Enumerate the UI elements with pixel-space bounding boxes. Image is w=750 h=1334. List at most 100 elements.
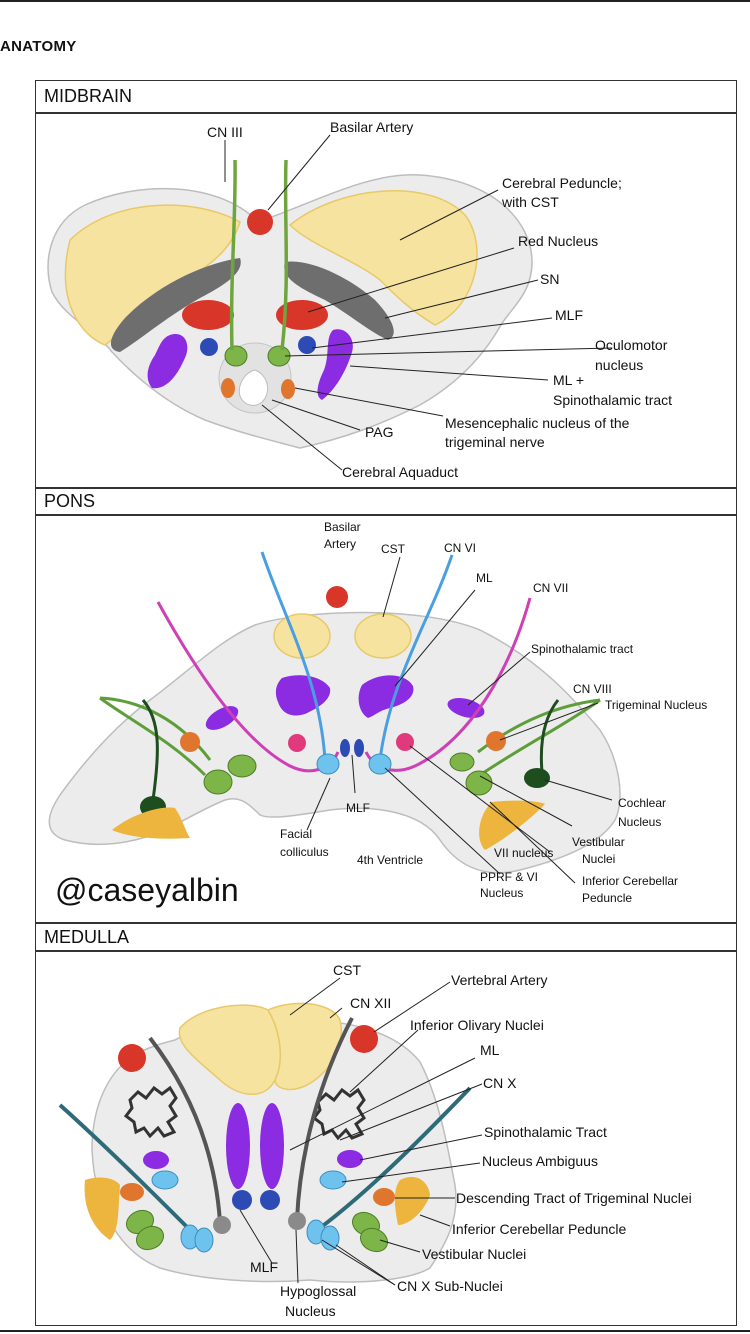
label-basilar-1: Basilar — [324, 520, 361, 534]
label-vii-nucleus: VII nucleus — [494, 846, 553, 860]
spinothalamic-medulla-right — [337, 1150, 363, 1168]
label-mesencephalic-2: trigeminal nerve — [445, 434, 545, 450]
cst-right — [354, 613, 412, 659]
pons-medulla-divider — [35, 922, 737, 924]
cn6-fiber-right — [378, 554, 454, 761]
red-nucleus-left — [182, 300, 234, 330]
midbrain-labels: CN III Basilar Artery Cerebral Peduncle;… — [207, 119, 672, 480]
substantia-nigra-left — [110, 258, 241, 352]
vestibular-medulla-right-2 — [359, 1227, 389, 1253]
pprf-vi-nucleus-left — [316, 753, 340, 775]
label-cn6: CN VI — [444, 541, 476, 555]
label-basilar-2: Artery — [324, 537, 356, 551]
label-descending-trigeminal: Descending Tract of Trigeminal Nuclei — [456, 1190, 692, 1206]
section-title-midbrain: MIDBRAIN — [44, 86, 133, 106]
cochlear-nerve-right — [539, 699, 560, 773]
mesencephalic-nucleus-left — [221, 378, 235, 398]
label-vestibular-2: Nuclei — [582, 852, 615, 866]
mlf-medulla-left — [232, 1190, 252, 1210]
label-inferior-olivary: Inferior Olivary Nuclei — [410, 1017, 544, 1033]
mlf-medulla-right — [260, 1190, 280, 1210]
pons-leader-lines — [306, 556, 613, 884]
label-cst-pons: CST — [381, 542, 406, 556]
vestibular-medulla-left-2 — [135, 1225, 165, 1251]
cn6-fiber-left — [260, 551, 327, 761]
label-icp-1: Inferior Cerebellar — [582, 874, 678, 888]
icp-medulla-right — [394, 1176, 430, 1225]
medulla-section: CST CN XII Vertebral Artery Inferior Oli… — [58, 962, 692, 1319]
page-header: ANATOMY — [0, 38, 77, 55]
label-facial-1: Facial — [280, 827, 312, 841]
cn10-subnucleus-left-2 — [194, 1227, 214, 1253]
bottom-rule — [0, 1330, 750, 1332]
mlf-pons-right — [354, 739, 364, 757]
label-cerebral-peduncle-1: Cerebral Peduncle; — [502, 175, 622, 191]
label-hypoglossal-2: Nucleus — [285, 1303, 336, 1319]
basilar-artery-pons — [326, 586, 348, 608]
vestibular-nucleus-pons-left-2 — [227, 754, 257, 778]
label-red-nucleus: Red Nucleus — [518, 233, 598, 249]
medial-lemniscus-left — [147, 334, 188, 389]
label-ml-medulla: ML — [480, 1042, 500, 1058]
label-vestibular-medulla: Vestibular Nuclei — [422, 1246, 526, 1262]
mlf-pons-left — [340, 739, 350, 757]
medial-lemniscus-right — [317, 329, 353, 400]
cn10-fiber-right — [318, 1086, 472, 1230]
label-oculomotor-2: nucleus — [595, 357, 643, 373]
cn3-fiber-left — [229, 159, 237, 351]
medulla-leader-lines — [239, 977, 483, 1286]
cochlear-nerve-left — [141, 699, 159, 801]
mlf-left-midbrain — [200, 338, 218, 356]
desc-trigeminal-left — [120, 1183, 144, 1201]
cn10-fiber-left — [58, 1103, 197, 1237]
label-mlf-medulla: MLF — [250, 1259, 278, 1275]
section-title-pons: PONS — [44, 491, 96, 511]
label-mlf-pons: MLF — [346, 801, 370, 815]
midbrain-section: CN III Basilar Artery Cerebral Peduncle;… — [47, 119, 672, 480]
label-trigeminal-nucleus: Trigeminal Nucleus — [605, 698, 707, 712]
cochlear-nucleus-right — [524, 768, 550, 788]
label-cn3: CN III — [207, 124, 243, 140]
mesencephalic-nucleus-right — [281, 379, 295, 399]
oculomotor-nucleus-left — [224, 345, 248, 367]
midbrain-pons-divider — [35, 487, 737, 489]
hypoglossal-nucleus-right — [288, 1212, 306, 1230]
top-rule — [0, 0, 750, 2]
watermark-handle: @caseyalbin — [55, 872, 239, 908]
label-cochlear-1: Cochlear — [618, 796, 666, 810]
label-pprf-1: PPRF & VI — [480, 870, 538, 884]
vestibular-nucleus-pons-left-1 — [203, 769, 233, 795]
spinothalamic-medulla-left — [143, 1151, 169, 1169]
label-vertebral-artery: Vertebral Artery — [451, 972, 548, 988]
trigeminal-nucleus-pons-left — [180, 732, 200, 752]
label-cn12: CN XII — [350, 995, 391, 1011]
icp-pons-right — [479, 800, 545, 850]
vestibular-nucleus-pons-right-1 — [449, 752, 475, 772]
label-oculomotor-1: Oculomotor — [595, 337, 668, 353]
label-facial-2: colliculus — [280, 845, 329, 859]
vertebral-artery-left — [118, 1044, 146, 1072]
label-cst-medulla: CST — [333, 962, 361, 978]
label-basilar-artery: Basilar Artery — [330, 119, 413, 135]
medulla-labels: CST CN XII Vertebral Artery Inferior Oli… — [250, 962, 692, 1319]
desc-trigeminal-right — [373, 1188, 395, 1206]
hypoglossal-nucleus-left — [213, 1216, 231, 1234]
icp-pons-left — [112, 807, 190, 839]
label-cn8: CN VIII — [573, 682, 612, 696]
inferior-olivary-right — [311, 1087, 366, 1141]
basilar-artery-midbrain — [247, 209, 273, 235]
label-icp-medulla: Inferior Cerebellar Peduncle — [452, 1221, 627, 1237]
cn8-fiber-left — [99, 696, 212, 777]
midbrain-leader-lines — [224, 134, 613, 471]
cn3-fiber-right — [280, 159, 289, 351]
label-vestibular-1: Vestibular — [572, 835, 625, 849]
label-ml-1: ML + — [553, 372, 584, 388]
icp-medulla-left — [84, 1177, 120, 1240]
cst-medulla-right — [266, 1002, 342, 1091]
pons-title-divider — [35, 514, 737, 516]
pons-labels: Basilar Artery CST CN VI ML CN VII Spino… — [280, 520, 707, 905]
red-nucleus-right — [276, 300, 328, 330]
label-fourth-ventricle: 4th Ventricle — [357, 853, 423, 867]
medulla-title-divider — [35, 950, 737, 952]
